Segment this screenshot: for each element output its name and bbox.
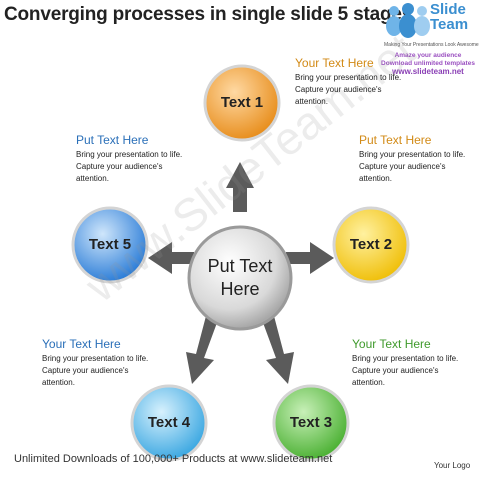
text-block-line: Capture your audience's	[359, 162, 446, 171]
text-block-heading: Put Text Here	[76, 133, 149, 147]
text-block-heading: Your Text Here	[295, 56, 374, 70]
text-block-body: Bring your presentation to life. Capture…	[295, 72, 415, 108]
arrow-left-icon	[148, 242, 194, 274]
node-3-circle	[272, 384, 350, 462]
text-block-line: attention.	[352, 378, 385, 387]
text-block-left-lower: Your Text Here Bring your presentation t…	[42, 337, 162, 389]
text-block-heading: Put Text Here	[359, 133, 432, 147]
promo-line1: Amaze your audience	[394, 52, 462, 59]
text-block-line: attention.	[76, 174, 109, 183]
text-block-line: Bring your presentation to life.	[295, 73, 402, 82]
node-3-label: Text 3	[289, 414, 333, 431]
slide-title: Converging processes in single slide 5 s…	[4, 4, 413, 25]
node-1-circle	[203, 64, 281, 142]
slideteam-logo: Slide Team Making Your Presentations Loo…	[384, 2, 479, 80]
promo-url: www.slideteam.net	[392, 67, 464, 76]
text-block-line: Capture your audience's	[76, 162, 163, 171]
text-block-line: Capture your audience's	[42, 366, 129, 375]
text-block-line: Capture your audience's	[295, 85, 382, 94]
node-5-circle	[71, 206, 149, 284]
your-logo-placeholder: Your Logo	[434, 461, 471, 470]
node-5-label: Text 5	[88, 236, 132, 253]
arrow-down-right-icon	[262, 316, 294, 384]
text-block-heading: Your Text Here	[352, 337, 431, 351]
node-2-label: Text 2	[349, 236, 393, 253]
people-logo-icon	[386, 3, 430, 38]
logo-name: Slide Team	[430, 2, 468, 32]
logo-name-line2: Team	[430, 16, 469, 33]
arrow-down-left-icon	[186, 316, 218, 384]
text-block-line: Capture your audience's	[352, 366, 439, 375]
promo-block: Amaze your audience Download unlimited t…	[378, 52, 478, 76]
arrow-up-icon	[226, 162, 254, 212]
center-circle	[187, 225, 293, 331]
text-block-line: attention.	[42, 378, 75, 387]
node-2-circle	[332, 206, 410, 284]
text-block-line: Bring your presentation to life.	[359, 150, 466, 159]
text-block-body: Bring your presentation to life. Capture…	[76, 149, 196, 185]
text-block-body: Bring your presentation to life. Capture…	[42, 353, 162, 389]
text-block-line: attention.	[359, 174, 392, 183]
text-block-body: Bring your presentation to life. Capture…	[359, 149, 479, 185]
node-4-label: Text 4	[147, 414, 191, 431]
logo-tagline: Making Your Presentations Look Awesome	[384, 42, 479, 48]
node-1-label: Text 1	[220, 94, 264, 111]
promo-line2: Download unlimited templates	[381, 60, 475, 67]
text-block-left-upper: Put Text Here Bring your presentation to…	[76, 133, 196, 185]
text-block-line: Bring your presentation to life.	[352, 354, 459, 363]
text-block-heading: Your Text Here	[42, 337, 121, 351]
arrow-right-icon	[286, 242, 334, 274]
text-block-right-upper: Put Text Here Bring your presentation to…	[359, 133, 479, 185]
footer-downloads: Unlimited Downloads of 100,000+ Products…	[14, 453, 333, 465]
text-block-line: Bring your presentation to life.	[76, 150, 183, 159]
text-block-top-right: Your Text Here Bring your presentation t…	[295, 56, 415, 108]
logo-name-line1: Slide	[430, 1, 466, 18]
text-block-body: Bring your presentation to life. Capture…	[352, 353, 472, 389]
text-block-line: attention.	[295, 97, 328, 106]
node-4-circle	[130, 384, 208, 462]
text-block-line: Bring your presentation to life.	[42, 354, 149, 363]
text-block-right-lower: Your Text Here Bring your presentation t…	[352, 337, 472, 389]
